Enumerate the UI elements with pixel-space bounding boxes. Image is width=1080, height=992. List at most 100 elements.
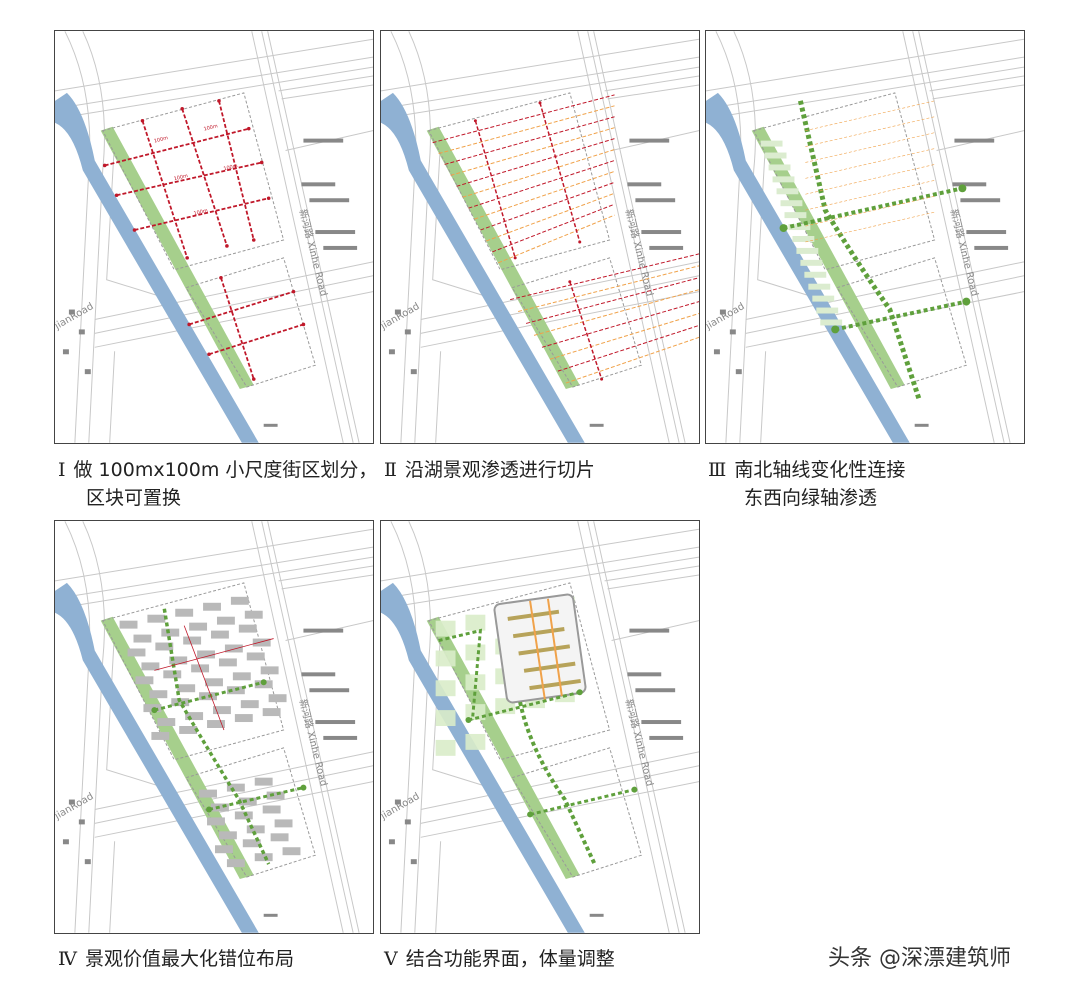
caption-text: 结合功能界面，体量调整 [405,948,615,970]
axis-arrow [188,290,294,326]
building-mass [135,676,154,685]
road-south [94,751,373,838]
tree-cluster [808,283,831,290]
dimension-label: 100m [153,135,168,144]
slice-line [498,214,615,264]
block-north [101,582,285,761]
green-strip [426,616,580,880]
context-buildings [388,628,684,917]
north-south-axis [797,100,923,402]
building-mass [246,652,265,661]
building-mass [268,694,287,703]
axis-arrow [529,788,635,816]
block-north [427,92,611,271]
arrow-head [132,228,137,232]
river [55,582,259,933]
slice-line [805,116,935,147]
road-label-east: 新河路 Xinhe Road [948,208,982,298]
arrow-head [114,193,119,198]
arrow-head [219,275,223,280]
river [381,92,585,443]
tree-cluster [816,307,839,314]
building-mass [234,714,253,723]
building-mass [199,789,217,798]
building-mass [147,614,166,623]
building-mass [211,630,229,639]
axis-arrow [116,161,262,197]
diagram-panel-5: 新河路 Xinhe Road jianRoad [380,520,700,934]
road-label-west: jianRoad [706,301,747,332]
road-label-east: 新河路 Xinhe Road [297,698,331,788]
slice-line [805,132,935,163]
arrow-head [266,196,271,201]
arrow-head [576,689,583,696]
block-north [752,92,936,271]
block-south [185,747,316,878]
green-strip [100,126,254,390]
tree-cluster [792,236,815,242]
slice-line [541,301,699,348]
road-north [706,38,1024,120]
axis-arrow [539,102,581,243]
building-mass [254,777,273,786]
arrow-head [187,322,191,327]
slice-line [557,324,699,372]
building-mass [207,817,225,826]
slice-line [805,211,935,243]
building-mass [211,803,229,812]
north-south-axis [518,701,597,865]
caption-numeral: Ⅱ [384,459,397,481]
building-mass [262,805,281,814]
building-mass [141,662,160,671]
arrow-head [217,99,221,103]
road-label-east: 新河路 Xinhe Road [623,208,657,298]
dimension-label: 100m [193,208,208,217]
caption-text: 景观价值最大化错位布局 [84,948,294,970]
context-buildings [62,628,358,917]
block-south [511,747,642,878]
green-axis-branch [438,628,483,721]
caption-numeral: Ⅰ [58,459,66,481]
building-mass [260,666,279,675]
caption-numeral: Ⅳ [58,948,77,970]
block-south [836,257,967,388]
building-mass [218,831,237,840]
caption-text: 做 100mx100m 小尺度街区划分， [73,459,378,481]
site-plan-diagram: 新河路 Xinhe Road jianRoad [706,31,1024,443]
building-mass [240,700,259,709]
building-mass [203,602,221,611]
slice-line [438,105,615,155]
green-space [465,733,486,750]
building-mass [183,636,202,645]
arrow-head [180,107,184,111]
axis-arrow [141,120,189,259]
diagram-panel-2: 新河路 Xinhe Road jianRoad [380,30,700,444]
tree-cluster [788,224,811,231]
slice-line [462,149,615,198]
axis-arrow [134,197,269,231]
context-buildings [388,138,684,427]
road-south [94,261,373,348]
building-bar [518,644,571,656]
building-mass [214,845,233,854]
slice-line [805,148,935,179]
road-label-west: jianRoad [381,301,422,332]
road-north [55,528,373,610]
building-mass [205,678,223,687]
building-mass [254,853,273,862]
arrow-head [831,325,840,334]
dimension-label: 100m [223,163,238,172]
road-west [390,31,431,443]
site-plan-diagram: 新河路 Xinhe Road jianRoad [55,521,373,933]
slice-line [805,195,935,227]
tree-cluster [800,259,823,266]
site-plan-diagram: 新河路 Xinhe Road jianRoad [381,521,699,933]
diagram-panel-3: 新河路 Xinhe Road jianRoad [705,30,1025,444]
building-mass [224,644,243,653]
building-mass [234,811,253,820]
road-north [381,528,699,610]
building-mass [262,708,281,717]
site-plan-diagram: 新河路 Xinhe Road jianRoad [381,31,699,443]
road-east [251,521,360,933]
